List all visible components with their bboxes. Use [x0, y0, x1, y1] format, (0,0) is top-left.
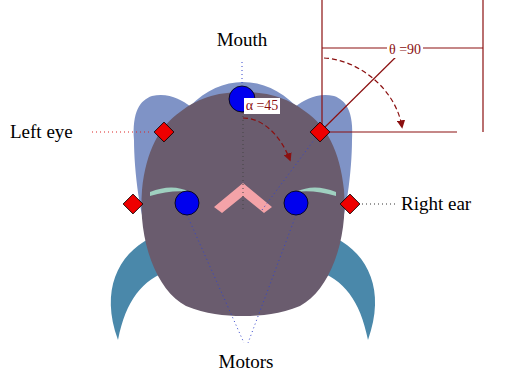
- angle-label: θ =90: [387, 42, 423, 57]
- part-label: Mouth: [217, 30, 268, 51]
- part-label: Left eye: [10, 122, 73, 143]
- part-label: Motors: [219, 352, 274, 373]
- angle-label: α =45: [244, 98, 281, 113]
- part-label: Right ear: [401, 194, 471, 215]
